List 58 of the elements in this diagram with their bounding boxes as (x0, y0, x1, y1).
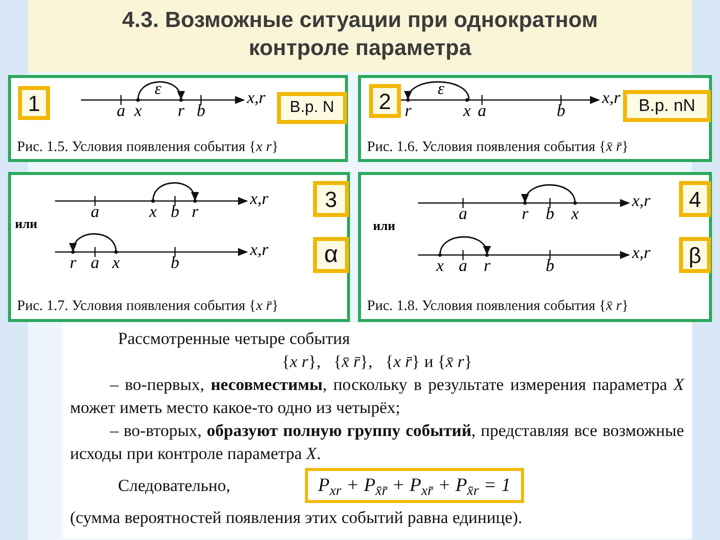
figure-caption: Рис. 1.5. Условия появления события {x r} (17, 138, 279, 156)
point-label: b (546, 205, 554, 222)
or-text: или (373, 219, 396, 232)
figure-panel (8, 75, 348, 162)
number-badge: 3 (313, 181, 349, 217)
axis-label: x,r (602, 89, 620, 106)
figure-panel (358, 172, 712, 322)
point-label: b (556, 102, 566, 119)
epsilon-label: ε (154, 80, 162, 97)
figure-panel (358, 75, 712, 162)
point-label: x (149, 203, 157, 220)
axis-label: x,r (250, 190, 268, 207)
point-label: a (90, 203, 100, 220)
point-label: r (522, 205, 528, 222)
point-label: a (478, 102, 486, 119)
body-paragraph: – во-первых, несовместимы, поскольку в результате измерения параметра X может иметь место какое-то одно из четырёх; (70, 374, 684, 419)
point-label: a (90, 254, 100, 271)
number-badge: β (679, 237, 711, 273)
figure-caption: Рис. 1.8. Условия появления события {x̄ r} (367, 297, 629, 316)
figure-caption: Рис. 1.7. Условия появления события {x r̄} (17, 297, 279, 316)
axis-label: x,r (250, 241, 268, 258)
formula-text: {x r}, {x̄ r̄}, {x r̄} и {x̄ r} (280, 351, 474, 373)
body-text: Следовательно, (117, 475, 232, 497)
point-label: x (134, 102, 142, 119)
point-label: b (170, 203, 180, 220)
point-label: r (404, 102, 412, 119)
or-text: или (15, 217, 38, 230)
number-badge: В.р. N (277, 92, 347, 124)
body-text: (сумма вероятностей появления этих событий равна единице). (70, 507, 524, 529)
body-paragraph: – во-вторых, образуют полную группу событий, представляя все возможные исходы при контроле параметра X. (70, 420, 684, 465)
point-label: x (436, 257, 444, 274)
point-label: b (170, 254, 180, 271)
axis-label: x,r (247, 89, 266, 106)
point-label: x (112, 254, 120, 271)
axis-label: x,r (632, 192, 650, 209)
point-label: r (70, 254, 76, 271)
figure-caption: Рис. 1.6. Условия появления события {x̄ r̄} (367, 138, 629, 156)
point-label: x (571, 205, 579, 222)
point-label: r (178, 102, 184, 119)
number-badge: 2 (369, 84, 401, 118)
point-label: b (546, 257, 554, 274)
number-badge: α (313, 237, 349, 273)
epsilon-label: ε (438, 80, 444, 97)
formula-box: P$_{xr}$ + P$_{x̄r̄}$ + P$_{xr̄}$ + P$_{x̄r}$ = 1 (305, 468, 524, 503)
axis-label: x,r (632, 244, 650, 261)
point-label: a (458, 257, 468, 274)
figure-panel (8, 172, 350, 322)
point-label: r (192, 203, 198, 220)
number-badge: 4 (679, 181, 711, 217)
point-label: b (196, 102, 206, 119)
slide-title: 4.3. Возможные ситуации при однократном контроле параметра (121, 6, 599, 62)
point-label: r (484, 257, 490, 274)
number-badge: В.р. nN (623, 90, 711, 122)
number-badge: 1 (18, 86, 50, 120)
point-label: x (463, 102, 471, 119)
body-text: Рассмотренные четыре события (117, 328, 351, 350)
point-label: a (458, 205, 468, 222)
point-label: a (116, 102, 126, 119)
